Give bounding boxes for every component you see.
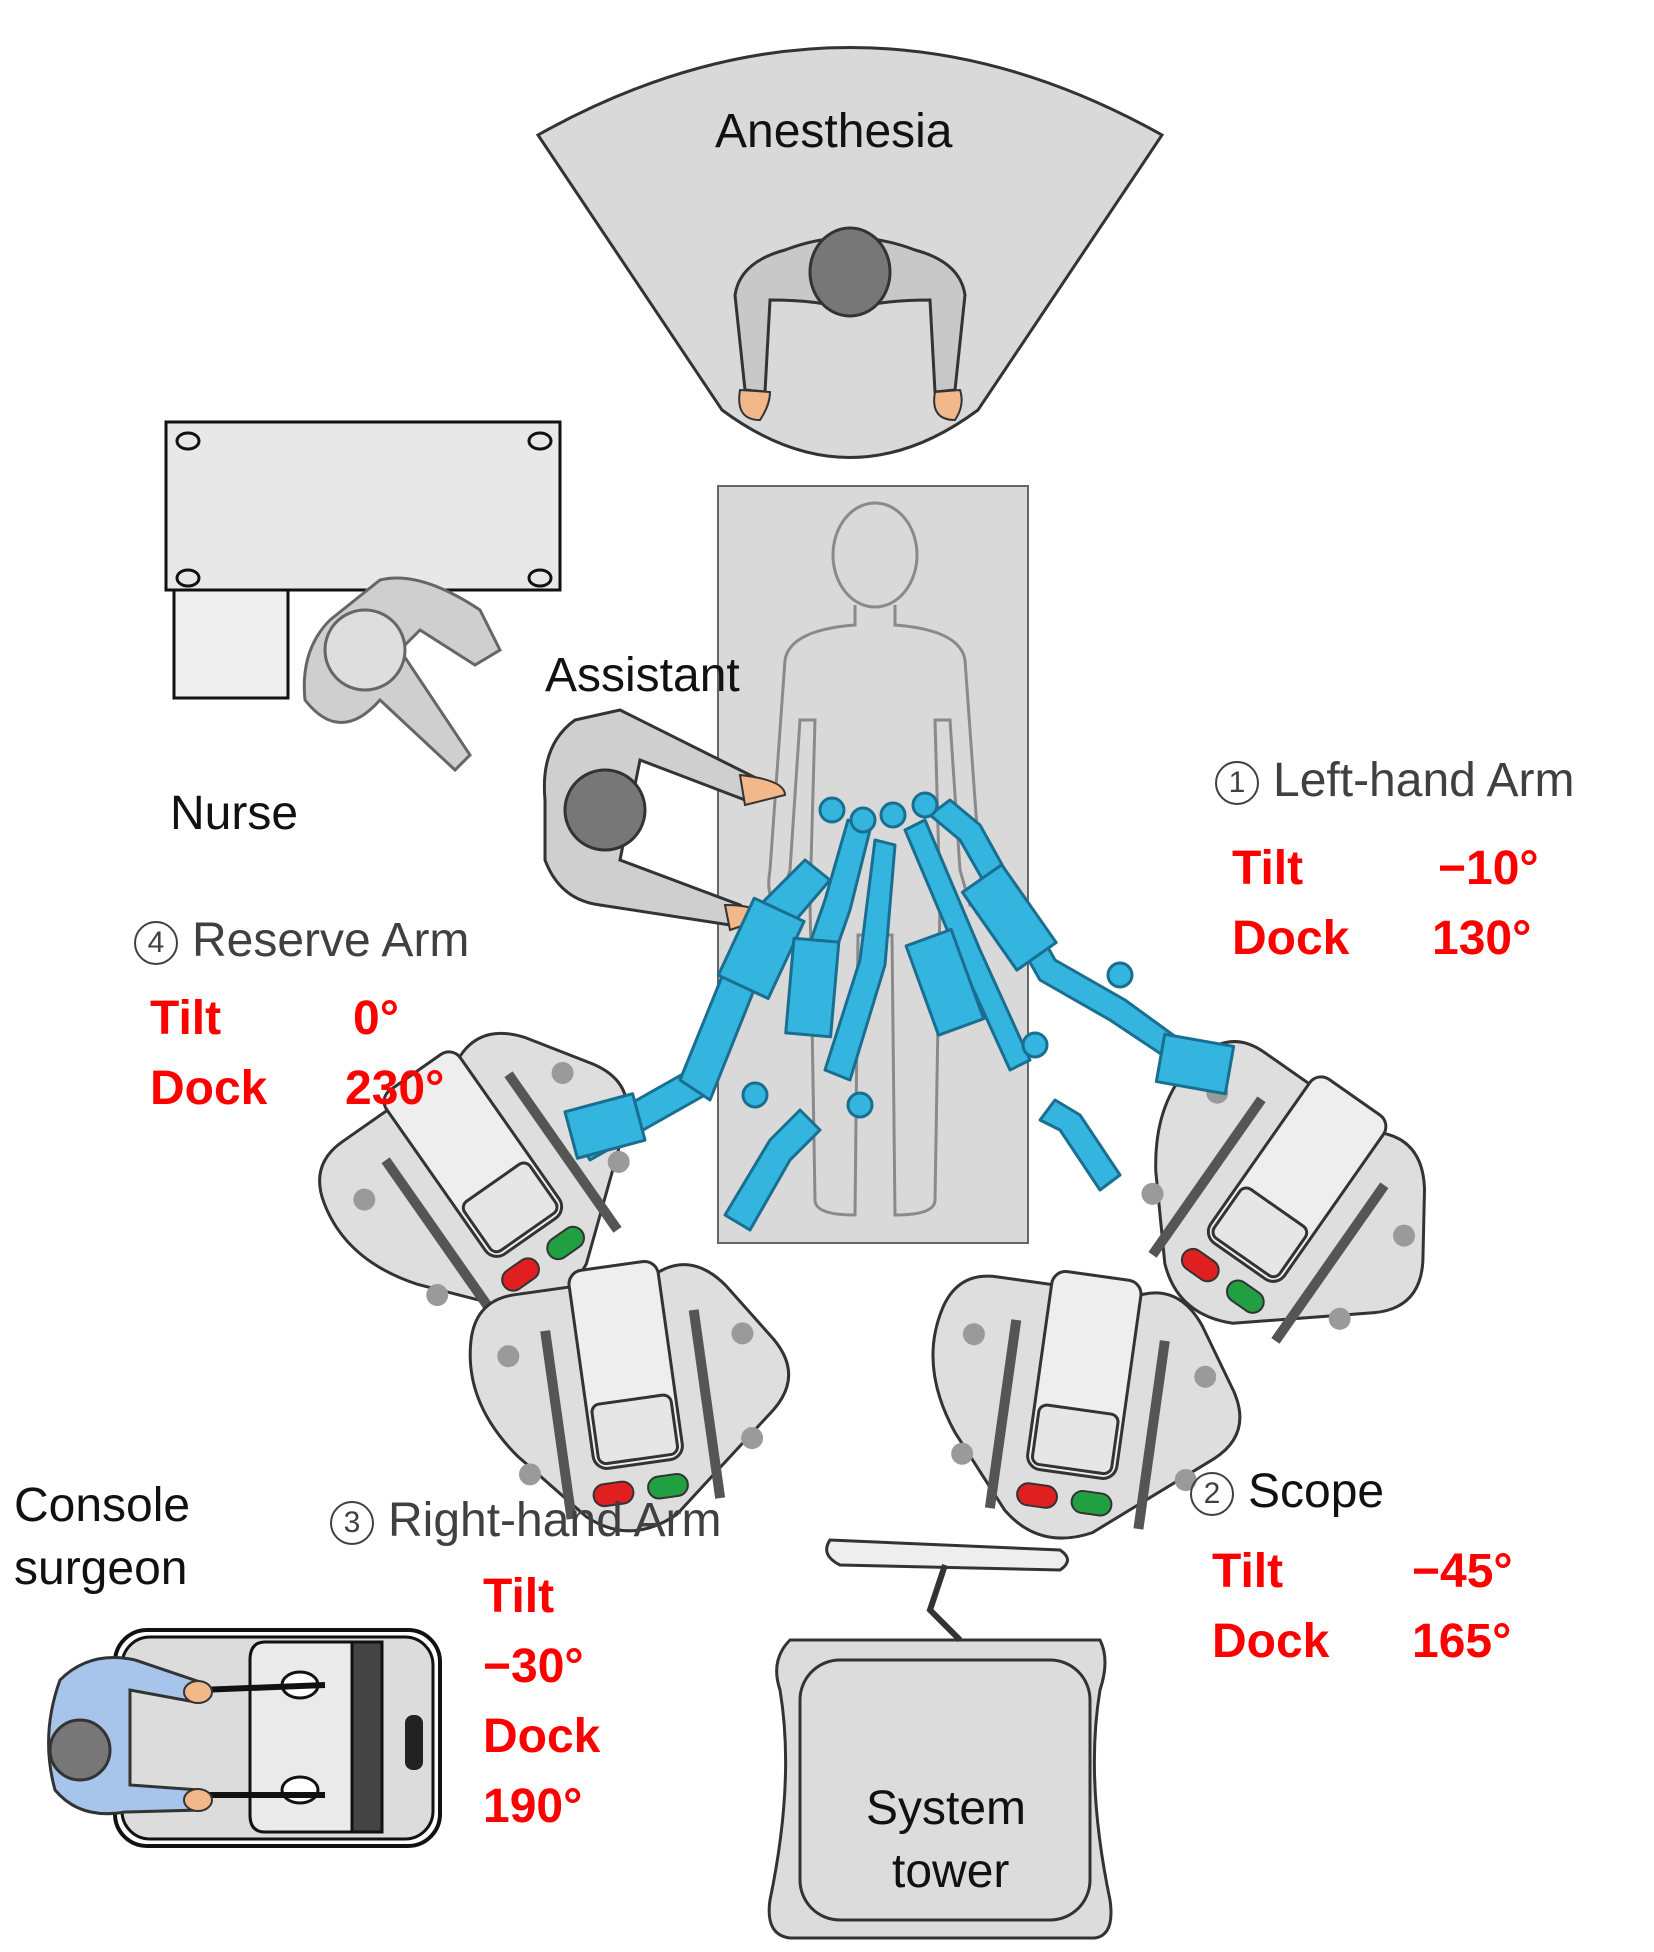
arm-number-3: 3 [330, 1501, 374, 1545]
assistant-label: Assistant [545, 649, 740, 702]
dock-label: Dock [1212, 1615, 1330, 1668]
nurse-label: Nurse [170, 787, 299, 840]
nurse-figure [302, 576, 502, 773]
dock-label: Dock [483, 1710, 601, 1763]
arm-name: Left-hand Arm [1273, 754, 1575, 807]
arm-number-4: 4 [134, 921, 178, 965]
system-tower [767, 1538, 1113, 1940]
tilt-value: −10° [1438, 842, 1539, 895]
tilt-label: Tilt [483, 1570, 555, 1623]
console-surgeon-label-line2: surgeon [14, 1542, 188, 1595]
mayo-stand [172, 588, 290, 700]
arm-name: Scope [1248, 1465, 1385, 1518]
arm-number-1: 1 [1215, 761, 1259, 805]
assistant-figure [542, 708, 787, 932]
arm-title-scope: 2 Scope [1190, 1468, 1384, 1516]
dock-label: Dock [150, 1062, 268, 1115]
console-surgeon-figure [47, 1656, 213, 1816]
system-tower-label-line1: System [866, 1782, 1027, 1835]
dock-value: 230° [345, 1062, 445, 1115]
arm-number-2: 2 [1190, 1472, 1234, 1516]
anesthesia-label: Anesthesia [715, 105, 953, 158]
dock-label: Dock [1232, 912, 1350, 965]
arm-title-reserve: 4 Reserve Arm [134, 917, 469, 965]
dock-value: 130° [1432, 912, 1532, 965]
tilt-label: Tilt [150, 992, 222, 1045]
dock-value: 165° [1412, 1615, 1512, 1668]
arm-name: Reserve Arm [192, 914, 470, 967]
robot-arms [563, 791, 1236, 1232]
tilt-value: −30° [483, 1640, 584, 1693]
tilt-value: −45° [1412, 1545, 1513, 1598]
console-surgeon-label-line1: Console [14, 1479, 191, 1532]
tilt-label: Tilt [1212, 1545, 1284, 1598]
tilt-label: Tilt [1232, 842, 1304, 895]
instrument-table [164, 420, 562, 592]
dock-value: 190° [483, 1780, 583, 1833]
arm-title-left-hand: 1 Left-hand Arm [1215, 757, 1575, 805]
arm-title-right-hand: 3 Right-hand Arm [330, 1497, 722, 1545]
system-tower-label-line2: tower [892, 1845, 1010, 1898]
surgeon-console [113, 1628, 442, 1848]
anesthesiologist-figure [733, 226, 967, 422]
arm-name: Right-hand Arm [388, 1494, 722, 1547]
tilt-value: 0° [353, 992, 399, 1045]
